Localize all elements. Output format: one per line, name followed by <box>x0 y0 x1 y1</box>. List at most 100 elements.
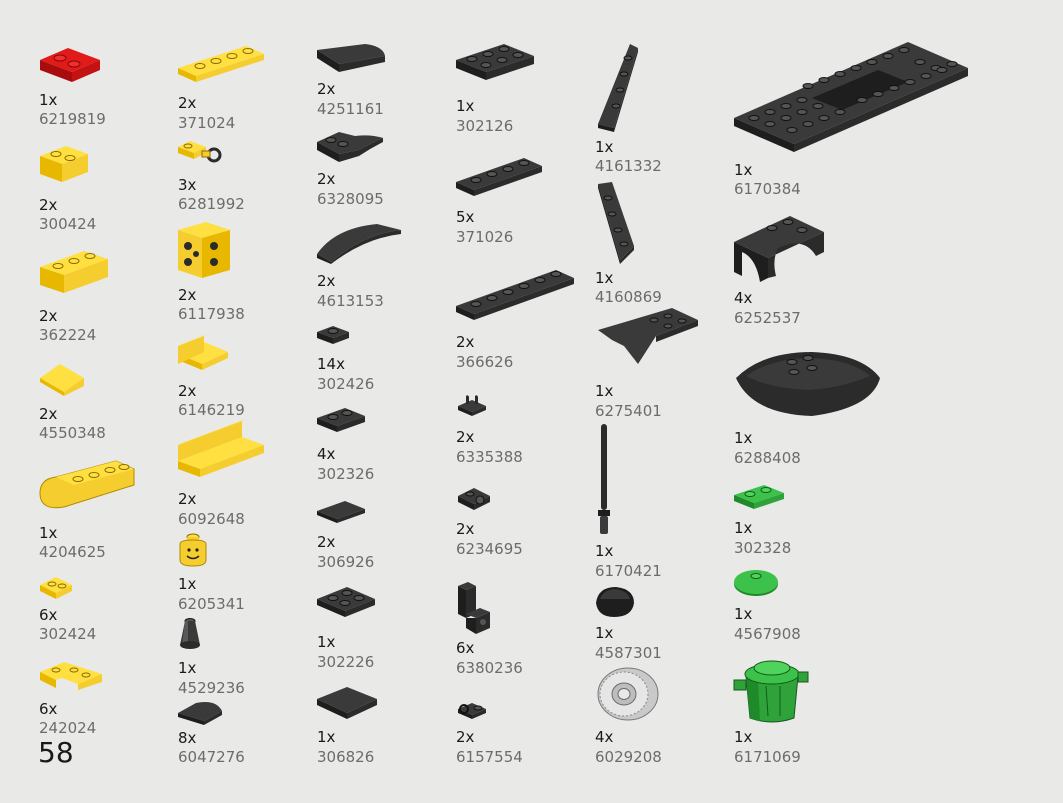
part-id: 6205341 <box>178 595 245 613</box>
part-id: 4251161 <box>317 100 384 118</box>
part-qty: 2x <box>456 428 475 446</box>
part-qty: 2x <box>456 520 475 538</box>
part-id: 302426 <box>317 375 375 393</box>
part-id: 6170421 <box>595 562 662 580</box>
part-qty: 1x <box>39 91 58 109</box>
part-id: 6328095 <box>317 190 384 208</box>
part-qty: 4x <box>317 445 336 463</box>
part-id: 366626 <box>456 353 514 371</box>
part-id: 302328 <box>734 539 792 557</box>
part-qty: 1x <box>595 624 614 642</box>
part-qty: 6x <box>39 606 58 624</box>
part-id: 6092648 <box>178 510 245 528</box>
part-qty: 1x <box>595 269 614 287</box>
part-qty: 8x <box>178 729 197 747</box>
part-id: 4613153 <box>317 292 384 310</box>
part-id: 6146219 <box>178 401 245 419</box>
part-qty: 2x <box>317 170 336 188</box>
part-qty: 1x <box>595 138 614 156</box>
black-bar-icon <box>594 422 614 538</box>
part-id: 4160869 <box>595 288 662 306</box>
part-qty: 4x <box>595 728 614 746</box>
part-id: 302226 <box>317 653 375 671</box>
part-qty: 2x <box>178 490 197 508</box>
part-id: 371026 <box>456 228 514 246</box>
part-qty: 1x <box>317 728 336 746</box>
part-id: 6335388 <box>456 448 523 466</box>
black-tile-1x2-icon <box>315 497 367 527</box>
part-qty: 1x <box>595 382 614 400</box>
part-id: 6029208 <box>595 748 662 766</box>
tire-icon <box>594 666 660 722</box>
part-qty: 1x <box>734 728 753 746</box>
part-id: 362224 <box>39 326 97 344</box>
black-bar-holder-icon <box>454 697 490 721</box>
part-id: 302126 <box>456 117 514 135</box>
part-qty: 5x <box>456 208 475 226</box>
black-curved-slope-icon <box>315 40 387 74</box>
part-id: 302326 <box>317 465 375 483</box>
part-id: 306926 <box>317 553 375 571</box>
part-qty: 2x <box>178 94 197 112</box>
black-tile-2x2-icon <box>315 683 379 723</box>
part-qty: 2x <box>39 405 58 423</box>
yellow-plate-1x2-icon <box>38 573 74 601</box>
part-qty: 6x <box>39 700 58 718</box>
part-qty: 1x <box>39 524 58 542</box>
green-plate-1x2-icon <box>732 481 786 513</box>
black-plate-1x2-icon <box>315 404 367 434</box>
part-id: 6380236 <box>456 659 523 677</box>
part-id: 6275401 <box>595 402 662 420</box>
part-id: 6219819 <box>39 110 106 128</box>
black-wedge-plate-left-icon <box>594 40 640 132</box>
black-plate-1x1-icon <box>315 322 351 348</box>
part-qty: 1x <box>734 429 753 447</box>
yellow-plate-corner-icon <box>38 656 104 692</box>
yellow-slope-icon <box>38 360 88 398</box>
black-wing-plate-icon <box>594 306 702 366</box>
part-id: 6281992 <box>178 195 245 213</box>
part-qty: 1x <box>734 161 753 179</box>
yellow-minifig-head-icon <box>176 532 210 570</box>
part-id: 306826 <box>317 748 375 766</box>
black-arch-slope-icon <box>315 220 403 264</box>
part-id: 371024 <box>178 114 236 132</box>
part-id: 302424 <box>39 625 97 643</box>
part-id: 4204625 <box>39 543 106 561</box>
part-qty: 1x <box>734 605 753 623</box>
black-pin-plate-icon <box>454 484 494 512</box>
part-qty: 3x <box>178 176 197 194</box>
yellow-clip-plate-icon <box>176 137 222 169</box>
part-qty: 2x <box>317 80 336 98</box>
black-mudguard-icon <box>732 208 828 286</box>
yellow-brick-1x2-icon <box>38 140 90 185</box>
part-qty: 1x <box>178 575 197 593</box>
part-qty: 2x <box>317 533 336 551</box>
black-wedge-plate-right-icon <box>594 180 638 266</box>
part-qty: 2x <box>178 382 197 400</box>
yellow-panel-small-icon <box>176 332 232 374</box>
part-id: 6170384 <box>734 180 801 198</box>
part-qty: 1x <box>178 659 197 677</box>
part-id: 6234695 <box>456 540 523 558</box>
part-id: 300424 <box>39 215 97 233</box>
part-qty: 14x <box>317 355 345 373</box>
black-bracket-icon <box>454 578 494 634</box>
black-curved-tile-icon <box>176 697 226 727</box>
black-clip-icon <box>454 392 490 418</box>
black-dish-icon <box>594 585 636 621</box>
part-qty: 1x <box>317 633 336 651</box>
part-qty: 1x <box>595 542 614 560</box>
yellow-brick-1x3-icon <box>38 245 110 297</box>
black-shaped-plate-icon <box>315 128 385 164</box>
yellow-plate-1x4-icon <box>176 40 266 86</box>
green-trash-can-icon <box>732 654 810 726</box>
black-plate-2x2-icon <box>315 583 377 621</box>
part-qty: 2x <box>39 307 58 325</box>
yellow-panel-long-icon <box>176 419 266 483</box>
part-qty: 2x <box>317 272 336 290</box>
part-id: 242024 <box>39 719 97 737</box>
part-id: 4529236 <box>178 679 245 697</box>
part-id: 6117938 <box>178 305 245 323</box>
